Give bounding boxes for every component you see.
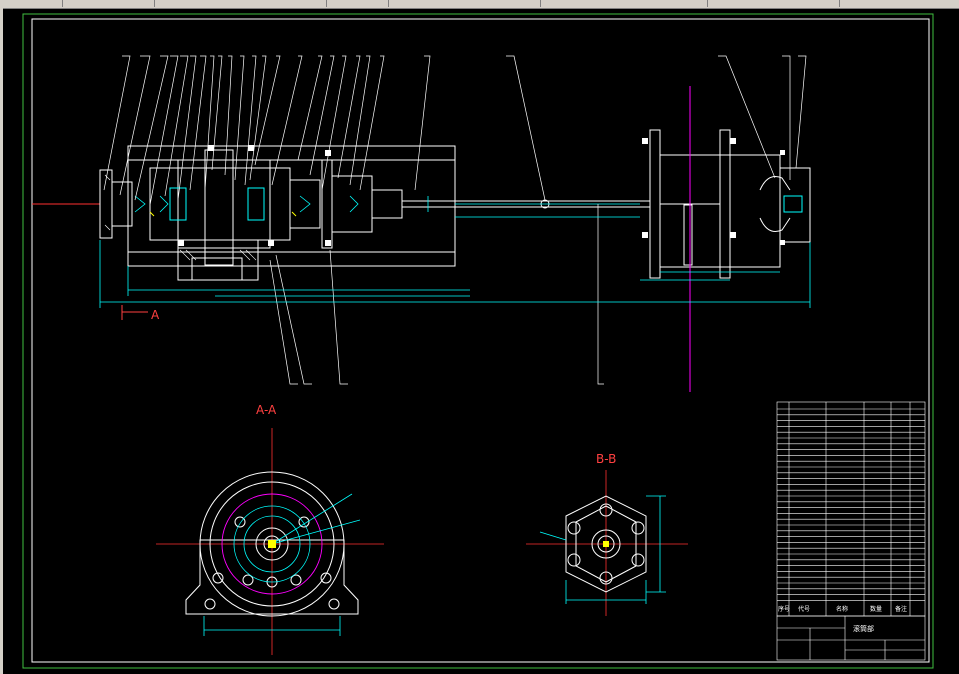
toolbar-tab[interactable] (62, 0, 155, 7)
toolbar-tab[interactable] (0, 0, 63, 7)
outer-frame (22, 13, 934, 669)
section-a-mark: A (151, 308, 160, 322)
leader-lines-top (103, 55, 807, 206)
bom-header-name: 名称 (836, 605, 848, 613)
main-dimensions (99, 216, 811, 308)
bom-header-no: 序号 (778, 605, 790, 613)
title-block (776, 615, 926, 661)
inner-frame (31, 18, 930, 663)
section-a-marker: A (121, 305, 160, 322)
section-a-a-view: A-A (156, 403, 384, 655)
main-assembly-view (32, 86, 811, 392)
left-edge (0, 8, 3, 674)
title-block-name: 滚筒部 (853, 624, 874, 633)
toolbar-tab[interactable] (326, 0, 389, 7)
leader-lines-bottom (269, 204, 604, 385)
toolbar-tab[interactable] (707, 0, 840, 7)
bom-table (776, 401, 926, 617)
section-a-a-title: A-A (256, 403, 277, 417)
section-b-b-view: B-B (526, 452, 688, 616)
bom-header-note: 备注 (895, 605, 907, 613)
cad-toolbar-strip (0, 0, 959, 9)
bom-header-code: 代号 (798, 605, 810, 613)
bom-header: 序号 代号 名称 数量 备注 (778, 605, 907, 613)
bom-header-qty: 数量 (870, 605, 882, 613)
toolbar-tab[interactable] (388, 0, 541, 7)
toolbar-tab[interactable] (154, 0, 327, 7)
toolbar-tab[interactable] (540, 0, 708, 7)
section-b-b-title: B-B (596, 452, 616, 466)
